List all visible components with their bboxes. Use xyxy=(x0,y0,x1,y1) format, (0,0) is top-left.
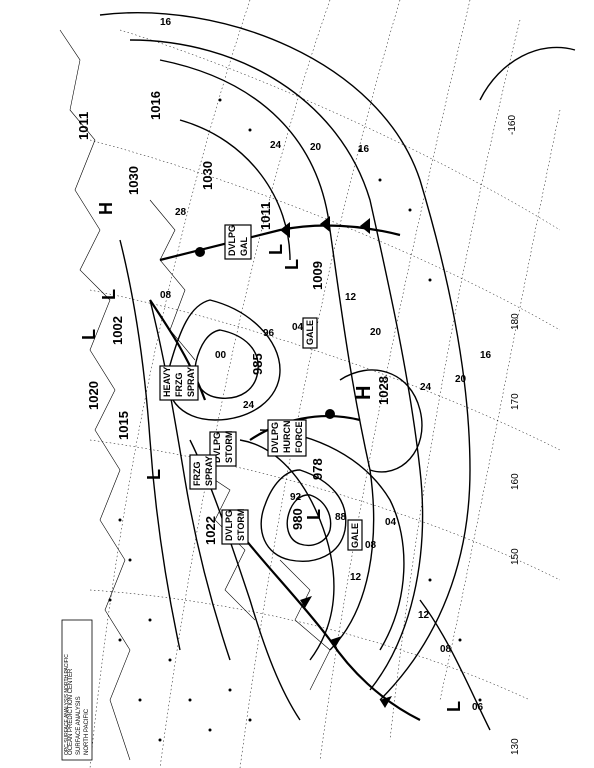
low-center-value: 1011 xyxy=(258,202,273,230)
chart-legend: OCEAN PREDICTION CENTER SURFACE ANALYSIS… xyxy=(61,619,93,761)
warning-dvlpg-storm: DVLPG STORM xyxy=(221,509,249,545)
isobar-label: 04 xyxy=(292,322,304,333)
svg-text:DVLPG: DVLPG xyxy=(270,422,280,453)
isobar-label: 12 xyxy=(350,572,362,583)
isobar-label: 16 xyxy=(358,144,370,155)
isobar-label: 24 xyxy=(420,382,432,393)
low-center-value: 1011 xyxy=(76,112,91,140)
isobar-label: 16 xyxy=(480,350,492,361)
longitude-label: 150 xyxy=(510,548,521,565)
isobar-label: 96 xyxy=(263,328,275,339)
isobar-label: 12 xyxy=(418,610,430,621)
low-center-value: 1016 xyxy=(148,91,163,120)
svg-text:STORM: STORM xyxy=(224,431,234,463)
svg-text:FRZG: FRZG xyxy=(192,462,202,487)
warning-gale: GALE xyxy=(347,519,363,551)
longitude-label: 130 xyxy=(510,738,521,755)
high-center-letter: H xyxy=(353,386,375,400)
warning-dvlpg-gale: DVLPG GAL xyxy=(224,224,252,260)
svg-text:HURCN: HURCN xyxy=(282,421,292,454)
low-center-value: 1015 xyxy=(116,411,131,440)
isobar-label: 20 xyxy=(310,142,322,153)
low-center-value: 1022 xyxy=(203,516,218,545)
low-center-value: 985 xyxy=(250,353,265,375)
legend-line: SURFACE ANALYSIS xyxy=(76,696,82,755)
low-center-value: 1020 xyxy=(86,381,101,410)
isobar-label: 08 xyxy=(365,540,377,551)
svg-text:FRZG: FRZG xyxy=(174,373,184,398)
warning-dvlpg-hurcn-force: DVLPG HURCN FORCE xyxy=(267,419,307,457)
isobars xyxy=(99,12,576,731)
station-plots xyxy=(108,98,482,742)
longitude-label: 160 xyxy=(510,473,521,490)
high-center-letter: H xyxy=(96,202,116,215)
isobar-label: 06 xyxy=(472,702,484,713)
longitude-label: -160 xyxy=(507,115,518,135)
svg-text:DVLPG: DVLPG xyxy=(224,510,234,541)
low-center-letter: L xyxy=(282,259,302,270)
svg-text:GAL: GAL xyxy=(239,237,249,257)
isobar-label: 08 xyxy=(440,644,452,655)
isobar-label: 24 xyxy=(243,400,255,411)
warning-gale: GALE xyxy=(302,317,318,349)
svg-text:DVLPG: DVLPG xyxy=(227,225,237,256)
svg-text:GALE: GALE xyxy=(350,523,360,548)
isobar-label: 24 xyxy=(270,140,282,151)
isobar-label: 00 xyxy=(215,350,227,361)
low-center-value: 980 xyxy=(290,508,305,530)
high-center-value: 1030 xyxy=(200,161,215,190)
pressure-centers: H 1028 1030 1030 985 978 980 1009 1011 1… xyxy=(76,91,464,712)
low-center-letter: L xyxy=(99,289,119,300)
low-center-value: 1002 xyxy=(110,316,125,345)
svg-text:DVLPG: DVLPG xyxy=(212,432,222,463)
isobar-labels: 16 20 24 28 12 08 04 00 96 92 88 16 20 2… xyxy=(160,17,492,713)
svg-text:SPRAY: SPRAY xyxy=(204,456,214,486)
warning-boxes: GALE GALE DVLPG GAL DVLPG HURCN FORCE DV… xyxy=(159,224,363,551)
isobar-label: 04 xyxy=(385,517,397,528)
low-center-letter: L xyxy=(144,469,164,480)
svg-text:FORCE: FORCE xyxy=(294,422,304,454)
longitude-label: 180 xyxy=(510,313,521,330)
warning-heavy-frzg-spray: HEAVY FRZG SPRAY xyxy=(159,365,199,401)
svg-text:GALE: GALE xyxy=(305,320,315,345)
svg-text:HEAVY: HEAVY xyxy=(162,367,172,397)
isobar-label: 20 xyxy=(370,327,382,338)
isobar-label: 88 xyxy=(335,512,347,523)
chart-title: OPC SURFACE ANALYSIS NORTH PACIFIC xyxy=(64,654,70,755)
low-center-letter: L xyxy=(266,244,286,255)
low-center-letter: L xyxy=(304,509,324,520)
low-center-value: 978 xyxy=(310,458,325,480)
svg-text:SPRAY: SPRAY xyxy=(186,367,196,397)
high-center-value: 1028 xyxy=(376,376,391,405)
isobar-label: 08 xyxy=(160,290,172,301)
low-center-letter: L xyxy=(444,701,464,712)
isobar-label: 28 xyxy=(175,207,187,218)
warning-frzg-spray: FRZG SPRAY xyxy=(189,454,217,490)
high-center-value: 1030 xyxy=(126,166,141,195)
longitude-label: 170 xyxy=(510,393,521,410)
isobar-label: 20 xyxy=(455,374,467,385)
isobar-label: 12 xyxy=(345,292,357,303)
legend-line: OCEAN PREDICTION CENTER xyxy=(68,668,74,755)
svg-text:STORM: STORM xyxy=(236,509,246,541)
low-center-value: 1009 xyxy=(310,261,325,290)
isobar-label: 92 xyxy=(290,492,302,503)
isobar-label: 16 xyxy=(160,17,172,28)
low-center-letter: L xyxy=(79,329,99,340)
longitude-labels: -160 170 180 160 150 130 xyxy=(507,115,521,755)
legend-line: NORTH PACIFIC xyxy=(84,708,90,755)
